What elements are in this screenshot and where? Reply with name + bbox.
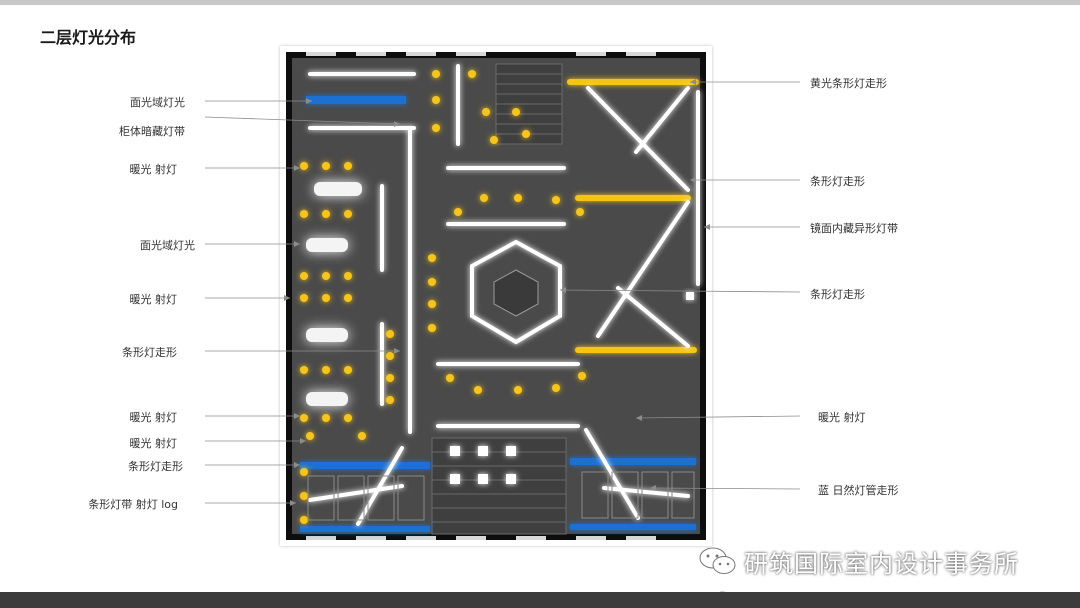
yellow-strip-lights xyxy=(567,79,699,353)
square-lights xyxy=(450,446,516,484)
wechat-icon xyxy=(699,547,736,574)
label-warm-spot-2: 暖光 射灯 xyxy=(129,293,178,306)
white-strip-lights xyxy=(308,64,700,526)
stair-top xyxy=(495,63,563,145)
label-cabinet-strip: 柜体暗藏灯带 xyxy=(119,125,185,138)
top-border xyxy=(0,0,1080,5)
page-title: 二层灯光分布 xyxy=(40,28,137,47)
label-yellow-strip: 黄光条形灯走形 xyxy=(810,77,887,90)
label-strip-shape-3: 条形灯走形 xyxy=(810,175,865,188)
label-strip-shape-4: 条形灯走形 xyxy=(810,288,865,301)
center-hexagon xyxy=(470,239,562,345)
floor-plan xyxy=(286,52,706,540)
label-warm-spot-3: 暖光 射灯 xyxy=(129,411,178,424)
label-warm-spot-1: 暖光 射灯 xyxy=(129,163,178,176)
label-blue-tube: 蓝 日然灯管走形 xyxy=(818,484,899,497)
label-strip-spot-log: 条形灯带 射灯 log xyxy=(88,498,178,511)
label-strip-shape-1: 条形灯走形 xyxy=(122,346,177,359)
small-light xyxy=(686,292,694,300)
bottom-border xyxy=(0,592,1080,608)
warm-spot-lights xyxy=(300,70,586,524)
label-mirror-strip: 镜面内藏异形灯带 xyxy=(810,222,898,235)
watermark: 研筑国际室内设计事务所 xyxy=(698,545,1019,578)
label-warm-spot-5: 暖光 射灯 xyxy=(818,411,866,424)
panel-lights xyxy=(306,182,362,406)
center-table xyxy=(493,269,539,317)
label-face-light-2: 面光域灯光 xyxy=(140,239,195,252)
label-face-light-1: 面光域灯光 xyxy=(130,96,185,109)
blue-tube-lights xyxy=(300,96,696,532)
bottom-desks xyxy=(307,471,695,521)
watermark-text: 研筑国际室内设计事务所 xyxy=(744,549,1019,578)
label-strip-shape-2: 条形灯走形 xyxy=(128,460,183,473)
floor-plan-frame: — · xyxy=(280,46,725,601)
windows xyxy=(306,52,656,540)
label-warm-spot-4: 暖光 射灯 xyxy=(129,437,178,450)
